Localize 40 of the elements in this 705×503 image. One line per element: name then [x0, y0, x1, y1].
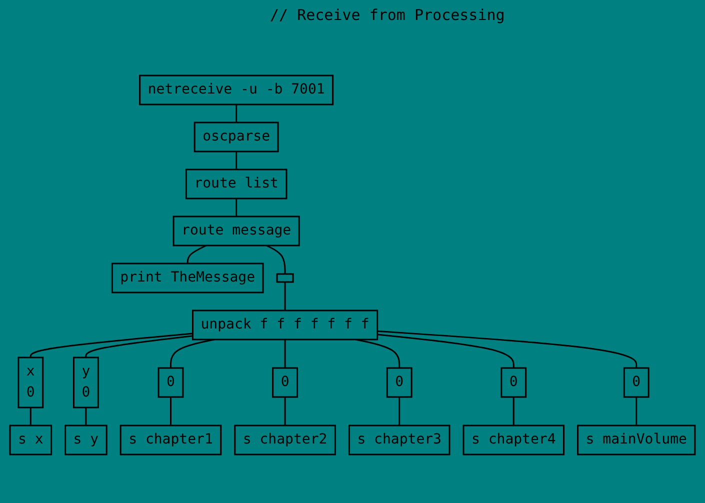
- connector: [236, 104, 238, 122]
- node-box: s x: [9, 424, 52, 456]
- node-box: oscparse: [194, 122, 279, 152]
- node-box: route message: [172, 216, 300, 246]
- node-box: print TheMessage: [111, 262, 264, 294]
- node-box: s chapter1: [120, 424, 222, 456]
- connector: [30, 332, 193, 358]
- node-box: 0: [623, 367, 650, 398]
- node-box: x 0: [18, 356, 44, 408]
- node-box: 0: [158, 367, 184, 398]
- node-box: 0: [500, 367, 527, 398]
- node-box: s chapter3: [348, 424, 450, 456]
- node-box: 0: [272, 367, 298, 398]
- connector: [236, 198, 238, 216]
- connector: [512, 397, 514, 426]
- connector: [236, 152, 238, 170]
- node-box: unpack f f f f f f f: [192, 310, 378, 340]
- connector: [284, 340, 286, 368]
- connector: [636, 397, 638, 426]
- connector: [30, 408, 32, 426]
- connector: [170, 397, 172, 426]
- connector: [85, 335, 193, 358]
- connector: [377, 330, 638, 368]
- node-box: s y: [64, 424, 108, 456]
- node-box: netreceive -u -b 7001: [139, 74, 334, 106]
- connector: [186, 244, 207, 264]
- connector: [377, 334, 514, 368]
- node-box: route list: [185, 168, 288, 200]
- node-box: s chapter4: [462, 424, 565, 456]
- node-box: s chapter2: [234, 424, 336, 456]
- node-box: s mainVolume: [577, 424, 696, 456]
- connector: [284, 282, 286, 310]
- node-box: 0: [386, 367, 412, 398]
- connector: [85, 408, 87, 426]
- connector: [284, 397, 286, 426]
- connector: [266, 244, 286, 274]
- connector: [398, 397, 400, 426]
- node-box: [276, 273, 294, 283]
- node-box: y 0: [73, 356, 99, 408]
- comment-text: // Receive from Processing: [270, 6, 505, 24]
